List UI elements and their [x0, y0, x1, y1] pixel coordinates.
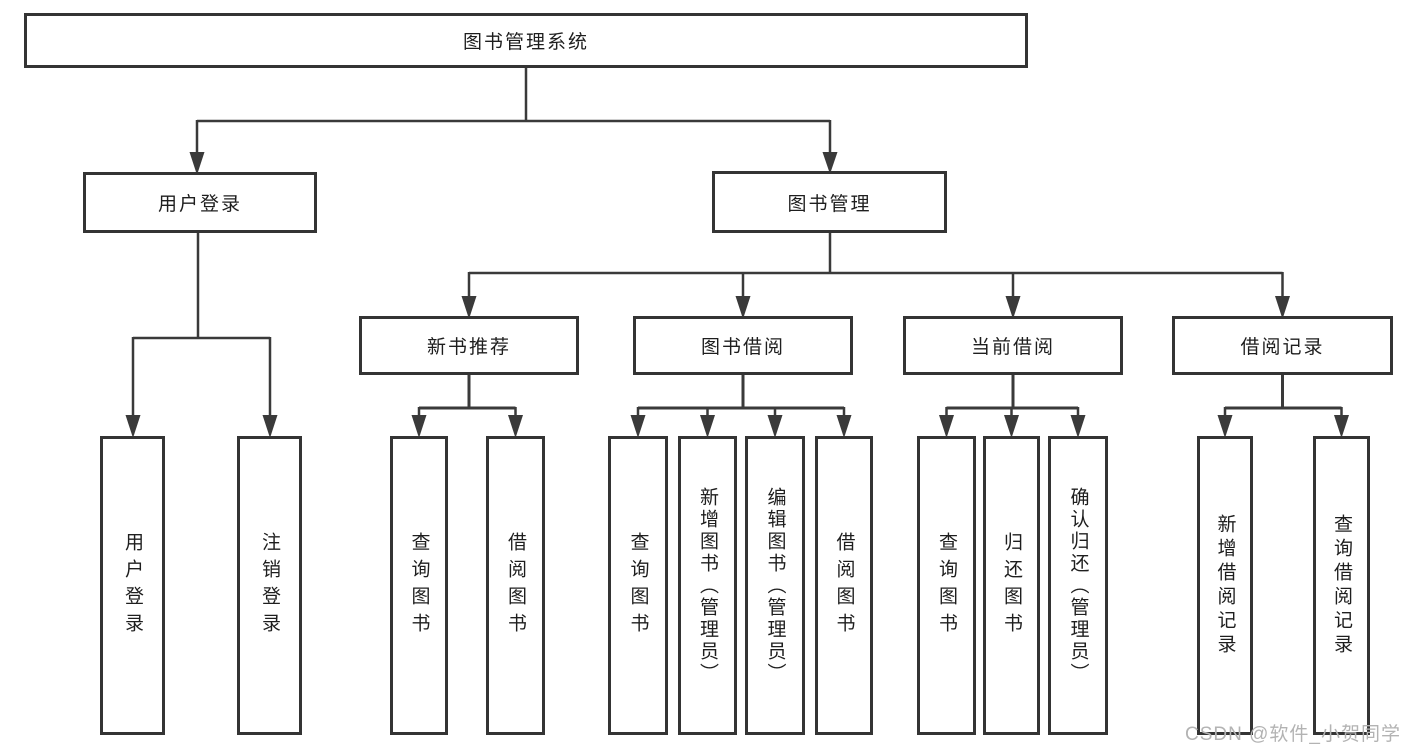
leaf-query-books-3-label: 查询图书 [936, 531, 957, 640]
leaf-confirm-return-admin: 确认归还（管理员） [1048, 436, 1108, 735]
node-user-login-label: 用户登录 [157, 194, 242, 215]
node-book-borrowing: 图书借阅 [633, 316, 853, 375]
leaf-add-books-admin: 新增图书（管理员） [678, 436, 737, 735]
leaf-query-borrow-record-label: 查询借阅记录 [1331, 513, 1352, 658]
leaf-query-books-1: 查询图书 [390, 436, 448, 735]
leaf-borrow-books-1: 借阅图书 [486, 436, 545, 735]
leaf-query-books-2-label: 查询图书 [627, 531, 649, 640]
node-new-book-recommend-label: 新书推荐 [426, 337, 511, 358]
leaf-query-books-3: 查询图书 [917, 436, 976, 735]
node-new-book-recommend: 新书推荐 [359, 316, 579, 375]
leaf-return-books-label: 归还图书 [1001, 531, 1022, 640]
leaf-query-borrow-record: 查询借阅记录 [1313, 436, 1370, 735]
leaf-edit-books-admin-label: 编辑图书（管理员） [764, 486, 786, 685]
leaf-query-books-1-label: 查询图书 [408, 531, 430, 640]
leaf-borrow-books-2-label: 借阅图书 [833, 531, 855, 640]
leaf-edit-books-admin: 编辑图书（管理员） [745, 436, 805, 735]
node-current-borrowing-label: 当前借阅 [970, 337, 1055, 358]
node-root: 图书管理系统 [24, 13, 1028, 68]
leaf-query-books-2: 查询图书 [608, 436, 668, 735]
node-borrowing-records-label: 借阅记录 [1240, 337, 1325, 358]
node-book-borrowing-label: 图书借阅 [700, 337, 785, 358]
node-current-borrowing: 当前借阅 [903, 316, 1123, 375]
leaf-borrow-books-2: 借阅图书 [815, 436, 873, 735]
leaf-logout: 注销登录 [237, 436, 302, 735]
leaf-user-login-label: 用户登录 [122, 531, 143, 640]
leaf-add-borrow-record-label: 新增借阅记录 [1214, 513, 1236, 658]
leaf-logout-label: 注销登录 [259, 531, 280, 640]
arrowheads [125, 152, 1349, 438]
leaf-confirm-return-admin-label: 确认归还（管理员） [1067, 486, 1089, 685]
leaf-add-borrow-record: 新增借阅记录 [1197, 436, 1253, 735]
node-root-label: 图书管理系统 [462, 32, 589, 53]
node-book-management: 图书管理 [712, 171, 947, 233]
leaf-add-books-admin-label: 新增图书（管理员） [697, 486, 718, 685]
leaf-borrow-books-1-label: 借阅图书 [505, 531, 526, 640]
node-book-management-label: 图书管理 [787, 193, 872, 215]
node-borrowing-records: 借阅记录 [1172, 316, 1393, 375]
csdn-watermark: CSDN @软件_小贺同学 [1185, 724, 1401, 745]
leaf-return-books: 归还图书 [983, 436, 1040, 735]
leaf-user-login: 用户登录 [100, 436, 165, 735]
node-user-login: 用户登录 [83, 172, 317, 233]
